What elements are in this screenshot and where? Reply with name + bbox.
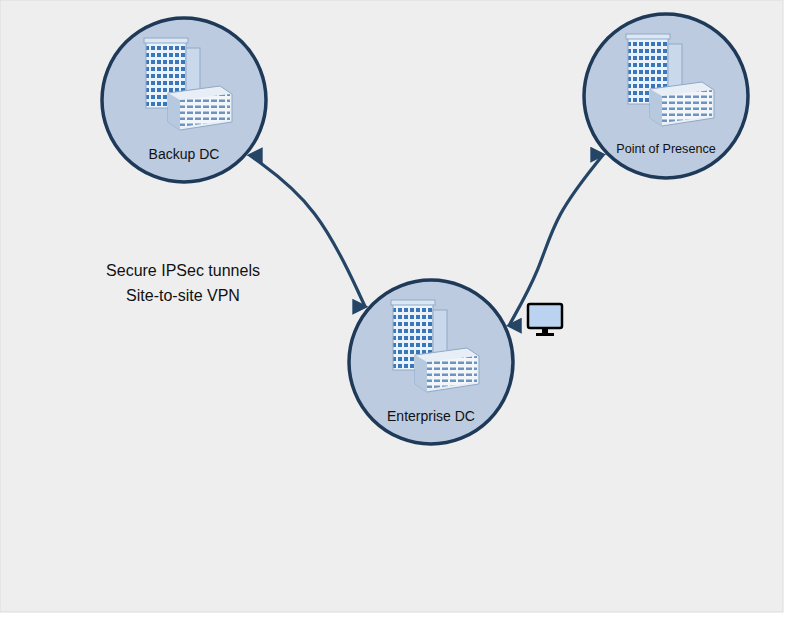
panel xyxy=(0,0,783,612)
building-icon xyxy=(626,34,714,126)
site-label: Point of Presence xyxy=(582,142,750,156)
site-circle: Backup DC xyxy=(100,16,268,184)
site-label: Backup DC xyxy=(100,146,268,162)
monitor-icon xyxy=(528,304,562,336)
building-icon xyxy=(391,300,479,392)
building-icon xyxy=(144,38,232,130)
site-circle: Point of Presence xyxy=(582,12,750,180)
vpn-tunnel xyxy=(250,155,365,306)
vpn-tunnel xyxy=(509,155,603,326)
note-label: Secure IPSec tunnels Site-to-site VPN xyxy=(98,259,268,309)
site-label: Enterprise DC xyxy=(347,408,515,424)
site-circle: Enterprise DC xyxy=(347,278,515,446)
